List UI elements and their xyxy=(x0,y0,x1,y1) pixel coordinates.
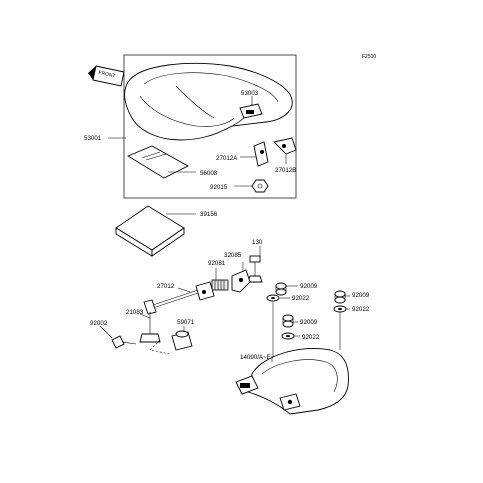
label-92009-a: 92009 xyxy=(300,283,318,290)
page-code: F2510 xyxy=(362,54,376,60)
label-32085: 32085 xyxy=(224,252,242,259)
screw-92002 xyxy=(111,335,137,349)
label-14090: 14090/A~E xyxy=(240,354,271,361)
bolt-21083 xyxy=(139,312,161,343)
washer-92022-a xyxy=(266,294,280,302)
front-arrow-icon: FRONT xyxy=(88,65,125,87)
label-92022-b: 92022 xyxy=(302,334,320,341)
label-92022-c: 92022 xyxy=(352,306,370,313)
label-130: 130 xyxy=(252,239,263,246)
label-92002: 92002 xyxy=(90,320,108,327)
label-92009-b: 92009 xyxy=(300,319,318,326)
seat-assembly xyxy=(124,62,293,141)
label-92009-c: 92009 xyxy=(352,292,370,299)
spring-92081 xyxy=(211,279,229,291)
bolt-92009-b xyxy=(282,314,294,328)
lock-32085 xyxy=(231,269,251,293)
bolt-92009-a xyxy=(275,282,287,296)
bracket-b xyxy=(273,137,297,155)
nut-92015 xyxy=(251,179,269,193)
label-27012b: 27012B xyxy=(275,167,296,174)
pad-39156 xyxy=(115,205,185,257)
label-21083: 21083 xyxy=(126,309,144,316)
label-27012: 27012 xyxy=(157,283,175,290)
seat-group-frame xyxy=(123,54,297,199)
washer-92022-b xyxy=(281,332,295,340)
label-53001: 53001 xyxy=(84,135,102,142)
front-label: FRONT xyxy=(98,70,116,79)
latch-cable-27012 xyxy=(143,281,215,315)
bracket-a xyxy=(253,141,269,167)
label-59071: 59071 xyxy=(177,319,195,326)
cap-59071 xyxy=(171,330,193,351)
bolt-130 xyxy=(247,255,263,283)
label-27012a: 27012A xyxy=(216,155,238,162)
label-56008: 56008 xyxy=(200,170,218,177)
label-92022-a: 92022 xyxy=(292,295,310,302)
label-92015: 92015 xyxy=(210,184,228,191)
label-39156: 39156 xyxy=(200,211,218,218)
seat-cover-14090 xyxy=(235,348,349,415)
washer-92022-c xyxy=(333,305,347,313)
label-53003: 53003 xyxy=(241,90,259,97)
tag-plate xyxy=(127,145,189,179)
label-92081: 92081 xyxy=(208,260,226,267)
bolt-92009-c xyxy=(334,290,346,304)
